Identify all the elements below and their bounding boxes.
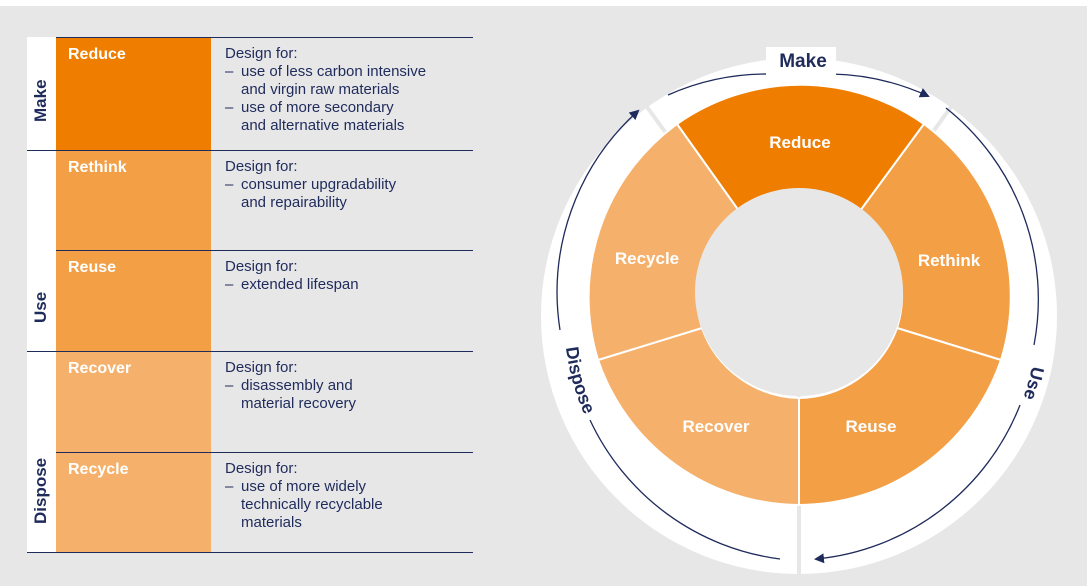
- wheel-segments: [587, 83, 1012, 507]
- table-rule: [27, 552, 473, 553]
- desc-bullet: – extended lifespan: [225, 276, 359, 294]
- row-recycle: Recycle Design for: – use of more widely…: [56, 452, 473, 552]
- cycle-arrows: [556, 73, 1039, 564]
- row-description: Design for: – use of less carbon intensi…: [225, 45, 426, 135]
- desc-line: technically recyclable: [241, 496, 383, 513]
- row-name: Recycle: [68, 461, 129, 478]
- desc-line: and virgin raw materials: [241, 81, 400, 98]
- desc-line: extended lifespan: [241, 276, 359, 293]
- dash: –: [225, 377, 234, 394]
- arrow-make-left: [667, 73, 769, 96]
- row-name-cell: Recover: [56, 351, 211, 452]
- row-name-cell: Reduce: [56, 37, 211, 150]
- table-rule: [27, 351, 473, 352]
- arrow-dispose-upper: [556, 109, 640, 331]
- segment-label-recover: Recover: [682, 417, 749, 436]
- desc-line: disassembly and: [241, 377, 353, 394]
- arrow-dispose-lower: [589, 419, 781, 560]
- row-reuse: Reuse Design for: – extended lifespan: [56, 250, 473, 351]
- row-description: Design for: – consumer upgradability and…: [225, 158, 396, 212]
- desc-line: consumer upgradability: [241, 176, 397, 193]
- table-rule: [56, 37, 473, 38]
- desc-heading: Design for:: [225, 45, 298, 62]
- row-name: Reduce: [68, 46, 126, 63]
- phase-cell-use: Use: [27, 150, 56, 351]
- desc-line: use of more widely: [241, 478, 367, 495]
- arrow-use-upper: [945, 107, 1039, 346]
- row-description: Design for: – use of more widely technic…: [225, 460, 383, 532]
- dash: –: [225, 176, 234, 193]
- make-label-bg: [766, 47, 836, 75]
- desc-heading: Design for:: [225, 460, 298, 477]
- table-rule: [27, 150, 473, 151]
- row-description: Design for: – extended lifespan: [225, 258, 359, 294]
- arrow-use-lower: [814, 404, 1021, 564]
- desc-line: use of more secondary: [241, 99, 394, 116]
- desc-line: and repairability: [241, 194, 347, 211]
- dash: –: [225, 63, 234, 80]
- wheel-center: [695, 188, 903, 396]
- row-description: Design for: – disassembly and material r…: [225, 359, 356, 413]
- row-rethink: Rethink Design for: – consumer upgradabi…: [56, 150, 473, 250]
- desc-heading: Design for:: [225, 359, 298, 376]
- desc-line: material recovery: [241, 395, 357, 412]
- row-name-cell: Recycle: [56, 452, 211, 552]
- design-strategy-table: Make Use Dispose Reduce Design for: – us…: [27, 37, 473, 553]
- desc-bullet: – use of more widely technically recycla…: [225, 478, 383, 532]
- table-rule: [56, 452, 473, 453]
- desc-line: use of less carbon intensive: [241, 63, 427, 80]
- desc-heading: Design for:: [225, 158, 298, 175]
- row-name-cell: Reuse: [56, 250, 211, 351]
- row-reduce: Reduce Design for: – use of less carbon …: [56, 37, 473, 150]
- segment-label-reuse: Reuse: [845, 417, 896, 436]
- row-recover: Recover Design for: – disassembly and ma…: [56, 351, 473, 452]
- desc-heading: Design for:: [225, 258, 298, 275]
- arrow-make-right: [831, 73, 930, 98]
- segment-label-reduce: Reduce: [769, 133, 830, 152]
- row-name: Rethink: [68, 159, 127, 176]
- desc-bullet: – consumer upgradability and repairabili…: [225, 176, 396, 212]
- segment-label-rethink: Rethink: [918, 251, 981, 270]
- dash: –: [225, 276, 234, 293]
- desc-bullet: – use of less carbon intensive and virgi…: [225, 63, 426, 99]
- outer-label-make: Make: [779, 51, 827, 72]
- desc-bullet: – use of more secondary and alternative …: [225, 99, 426, 135]
- desc-line: and alternative materials: [241, 117, 405, 134]
- phase-cell-dispose: Dispose: [27, 351, 56, 552]
- row-name: Reuse: [68, 259, 117, 276]
- dash: –: [225, 99, 234, 116]
- desc-line: materials: [241, 514, 302, 531]
- dash: –: [225, 478, 234, 495]
- phase-cell-make: Make: [27, 37, 56, 150]
- segment-reuse: [798, 326, 1003, 507]
- desc-bullet: – disassembly and material recovery: [225, 377, 356, 413]
- table-rule: [56, 250, 473, 251]
- row-name-cell: Rethink: [56, 150, 211, 250]
- row-name: Recover: [68, 360, 132, 377]
- segment-recover: [596, 326, 800, 507]
- segment-label-recycle: Recycle: [615, 249, 679, 268]
